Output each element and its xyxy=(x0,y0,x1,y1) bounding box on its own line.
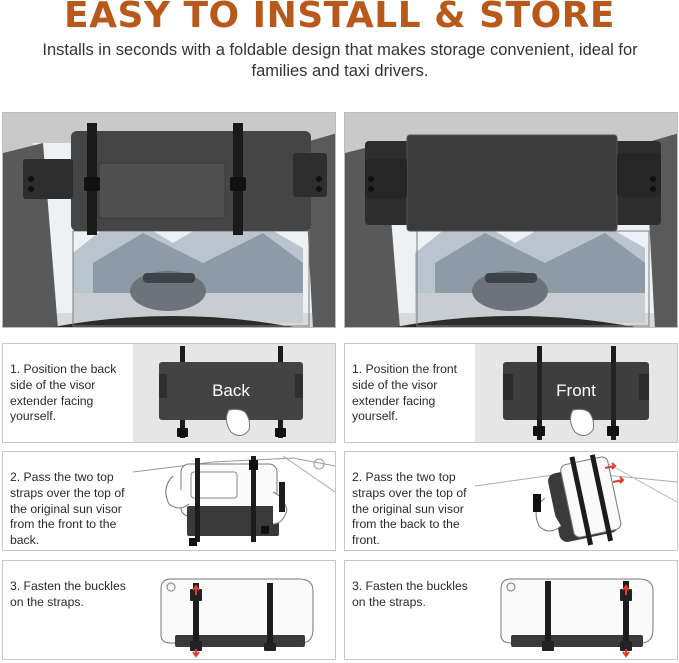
page-subtitle: Installs in seconds with a foldable desi… xyxy=(42,41,638,80)
step-text: 3. Fasten the buckles on the straps. xyxy=(10,579,126,609)
photo-front-installed xyxy=(344,112,678,328)
step-illustration: Front xyxy=(475,344,677,442)
photo-back-installed xyxy=(2,112,336,328)
step-text: 1. Position the back side of the visor e… xyxy=(10,362,117,424)
visor-side-label: Back xyxy=(212,381,250,400)
step-text: 2. Pass the two top straps over the top … xyxy=(352,470,467,548)
page-title: EASY TO INSTALL & STORE xyxy=(64,0,615,36)
step-illustration xyxy=(475,561,677,659)
step-illustration xyxy=(133,561,335,659)
step-illustration: Back xyxy=(133,344,335,442)
step-card-left-2: 2. Pass the two top straps over the top … xyxy=(2,451,336,551)
step-illustration xyxy=(133,452,335,550)
visor-side-label: Front xyxy=(556,381,596,400)
step-card-left-3: 3. Fasten the buckles on the straps. xyxy=(2,560,336,660)
step-card-left-1: 1. Position the back side of the visor e… xyxy=(2,343,336,443)
step-text: 1. Position the front side of the visor … xyxy=(352,362,458,424)
step-card-right-2: 2. Pass the two top straps over the top … xyxy=(344,451,678,551)
step-card-right-3: 3. Fasten the buckles on the straps. xyxy=(344,560,678,660)
step-text: 3. Fasten the buckles on the straps. xyxy=(352,579,468,609)
step-text: 2. Pass the two top straps over the top … xyxy=(10,470,125,548)
step-card-right-1: 1. Position the front side of the visor … xyxy=(344,343,678,443)
step-illustration xyxy=(475,452,677,550)
